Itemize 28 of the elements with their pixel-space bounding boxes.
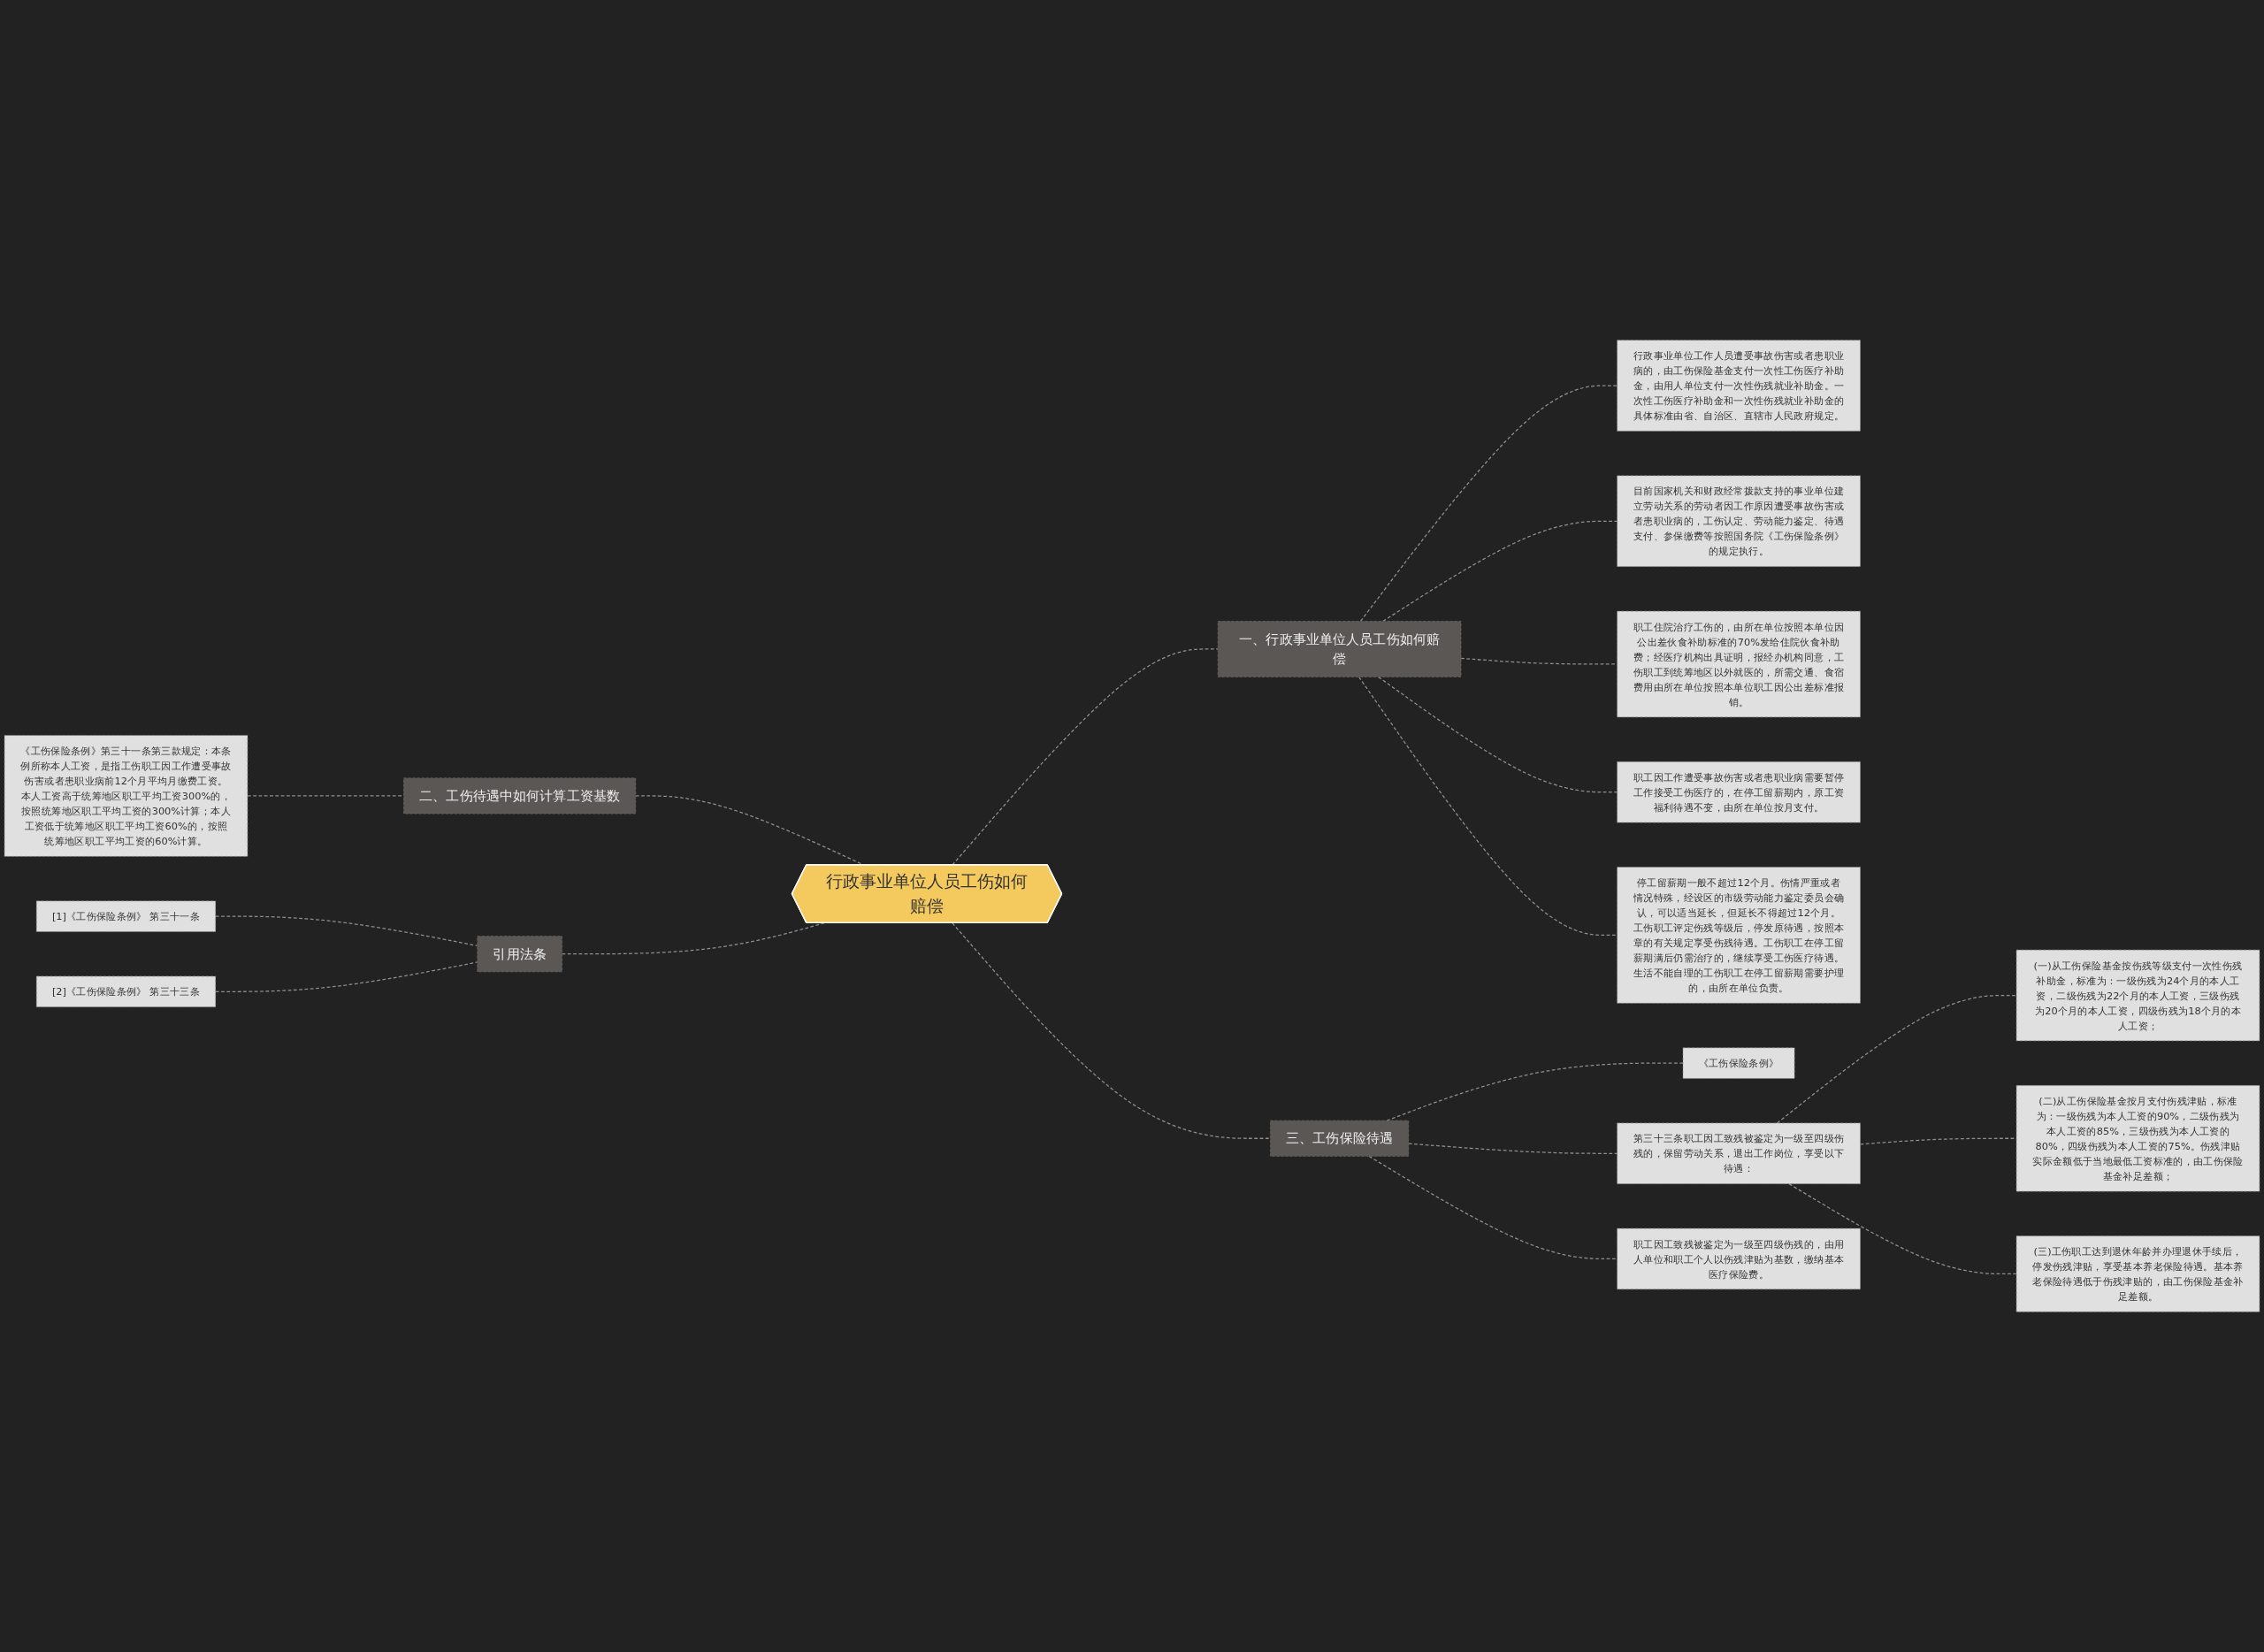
connector	[1859, 1137, 2017, 1145]
node-box: [1]《工伤保险条例》 第三十一条	[35, 900, 217, 932]
node-box: 职工因工作遭受事故伤害或者患职业病需要暂停工作接受工伤医疗的，在停工留薪期内，原工资福利待遇不变，由所在单位按月支付。	[1617, 761, 1861, 823]
connector	[1358, 676, 1618, 937]
connector	[1788, 1183, 2017, 1275]
node-box: 职工住院治疗工伤的，由所在单位按照本单位因公出差伙食补助标准的70%发给住院伙食补助费；经医疗机构出具证明，报经办机构同意，工伤职工到统筹地区以外就医的，所需交通、食宿费用由所在单位按照本单位职工因公出差标准报销。	[1617, 610, 1861, 718]
node-box: 三、工伤保险待遇	[1270, 1120, 1410, 1157]
node-box: (二)从工伤保险基金按月支付伤残津贴，标准为：一级伤残为本人工资的90%，二级伤残为本人工资的85%，三级伤残为本人工资的80%，四级伤残为本人工资的75%。伤残津贴实际金额低于当地最低工资标准的，由工伤保险基金补足差额；	[2015, 1085, 2260, 1192]
connector	[1359, 385, 1618, 623]
connector	[1408, 1143, 1618, 1154]
node-box: (三)工伤职工达到退休年龄并办理退休手续后，停发伤残津贴，享受基本养老保险待遇。基本养老保险待遇低于伤残津贴的，由工伤保险基金补足差额。	[2015, 1235, 2260, 1312]
connector	[1377, 676, 1618, 793]
connector	[952, 922, 1272, 1139]
connector	[1382, 520, 1618, 623]
node-box: (一)从工伤保险基金按伤残等级支付一次性伤残补助金，标准为：一级伤残为24个月的本人工资，二级伤残为22个月的本人工资，三级伤残为20个月的本人工资，四级伤残为18个月的本人工资；	[2015, 949, 2260, 1042]
node-box: 一、行政事业单位人员工伤如何赔偿	[1217, 621, 1462, 677]
node-box: [2]《工伤保险条例》 第三十三条	[35, 975, 217, 1007]
node-box: 目前国家机关和财政经常拨款支持的事业单位建立劳动关系的劳动者因工作原因遭受事故伤害或者患职业病的，工伤认定、劳动能力鉴定、待遇支付、参保缴费等按照国务院《工伤保险条例》的规定执行。	[1617, 475, 1861, 567]
node-box: 行政事业单位工作人员遭受事故伤害或者患职业病的，由工伤保险基金支付一次性工伤医疗补助金，由用人单位支付一次性伤残就业补助金。一次性工伤医疗补助金和一次性伤残就业补助金的具体标准由省、自治区、直辖市人民政府规定。	[1617, 340, 1861, 432]
node-box: 停工留薪期一般不超过12个月。伤情严重或者情况特殊，经设区的市级劳动能力鉴定委员会确认，可以适当延长，但延长不得超过12个月。工伤职工评定伤残等级后，停发原待遇，按照本章的有关规定享受伤残待遇。工伤职工在停工留薪期满后仍需治疗的，继续享受工伤医疗待遇。生活不能自理的工伤职工在停工留薪期需要护理的，由所在单位负责。	[1617, 867, 1861, 1004]
node-box: 《工伤保险条例》	[1682, 1047, 1795, 1079]
node-box: 二、工伤待遇中如何计算工资基数	[403, 777, 637, 815]
node-box: 《工伤保险条例》第三十一条第三款规定：本条例所称本人工资，是指工伤职工因工作遭受事故伤害或者患职业病前12个月平均月缴费工资。本人工资高于统筹地区职工平均工资300%的，按照统筹地区职工平均工资的300%计算；本人工资低于统筹地区职工平均工资60%的，按照统筹地区职工平均工资的60%计算。	[4, 735, 249, 857]
node-box: 引用法条	[477, 936, 562, 973]
connector	[1776, 994, 2017, 1124]
node-box: 职工因工致残被鉴定为一级至四级伤残的，由用人单位和职工个人以伤残津贴为基数，缴纳基本医疗保险费。	[1617, 1228, 1861, 1290]
node-box: 第三十三条职工因工致残被鉴定为一级至四级伤残的，保留劳动关系，退出工作岗位，享受以下待遇：	[1617, 1122, 1861, 1184]
connector	[1386, 1062, 1684, 1121]
